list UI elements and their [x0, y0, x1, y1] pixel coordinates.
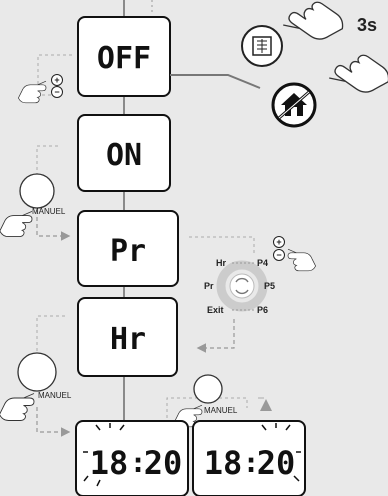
screen-hours-text: Hr — [110, 322, 146, 357]
time-hours-text: 18 — [204, 444, 243, 482]
away-mode-button-group[interactable] — [271, 44, 388, 128]
screen-on: ON — [77, 114, 171, 192]
pointing-hand-icon — [287, 248, 316, 272]
program-cycle-diagram: Hr P4 P5 P6 Exit Pr — [204, 258, 275, 315]
screen-off-text: OFF — [97, 41, 151, 76]
plus-minus-control-program[interactable]: + − — [273, 236, 316, 272]
cycle-item-exit: Exit — [207, 305, 224, 315]
hold-duration-label: 3s — [357, 15, 377, 35]
pointing-hand-icon — [0, 393, 35, 421]
screen-time-minutes-blink: 18 : 20 — [192, 420, 306, 496]
screen-off: OFF — [77, 16, 171, 97]
blink-rays — [261, 423, 301, 482]
cycle-item-pr: Pr — [204, 281, 214, 291]
shutter-icon — [252, 36, 272, 56]
screen-on-text: ON — [106, 138, 142, 173]
screen-program-text: Pr — [110, 234, 146, 269]
on-to-pr-dashed-path — [36, 145, 58, 175]
blink-rays — [83, 423, 125, 487]
minus-label: − — [276, 250, 281, 260]
away-mode-icon — [278, 90, 310, 120]
time-minutes-text: 20 — [257, 444, 296, 482]
shutter-button-group[interactable] — [241, 0, 349, 67]
cycle-arrows-icon — [235, 277, 249, 295]
pointing-hand-icon — [0, 210, 33, 238]
off-to-buttons-line — [170, 74, 261, 89]
cycle-item-p4: P4 — [257, 258, 268, 268]
screen-hours: Hr — [77, 297, 178, 377]
manual-button-3[interactable]: MANUEL — [166, 374, 272, 428]
plus-minus-control-off[interactable]: + − — [18, 54, 72, 104]
cycle-item-hr: Hr — [216, 258, 226, 268]
manual-label: MANUEL — [204, 406, 238, 415]
minus-label: − — [54, 87, 59, 97]
plus-label: + — [276, 237, 281, 247]
pointing-hand-icon — [282, 0, 349, 55]
manual-button-1[interactable]: MANUEL — [0, 173, 66, 238]
pointing-hand-icon — [328, 44, 388, 108]
svg-text::: : — [243, 446, 260, 479]
screen-program: Pr — [77, 210, 179, 287]
plus-label: + — [54, 75, 59, 85]
cycle-item-p5: P5 — [264, 281, 275, 291]
manual-label: MANUEL — [38, 391, 72, 400]
manual-button-2[interactable]: MANUEL — [0, 352, 72, 421]
time-minutes-text: 20 — [144, 444, 183, 482]
manual-label: MANUEL — [32, 207, 66, 216]
svg-text::: : — [130, 446, 147, 479]
screen-time-hours-blink: 18 : 20 — [75, 420, 189, 496]
time-hours-text: 18 — [90, 444, 129, 482]
pointing-hand-icon — [18, 80, 47, 104]
cycle-item-p6: P6 — [257, 305, 268, 315]
